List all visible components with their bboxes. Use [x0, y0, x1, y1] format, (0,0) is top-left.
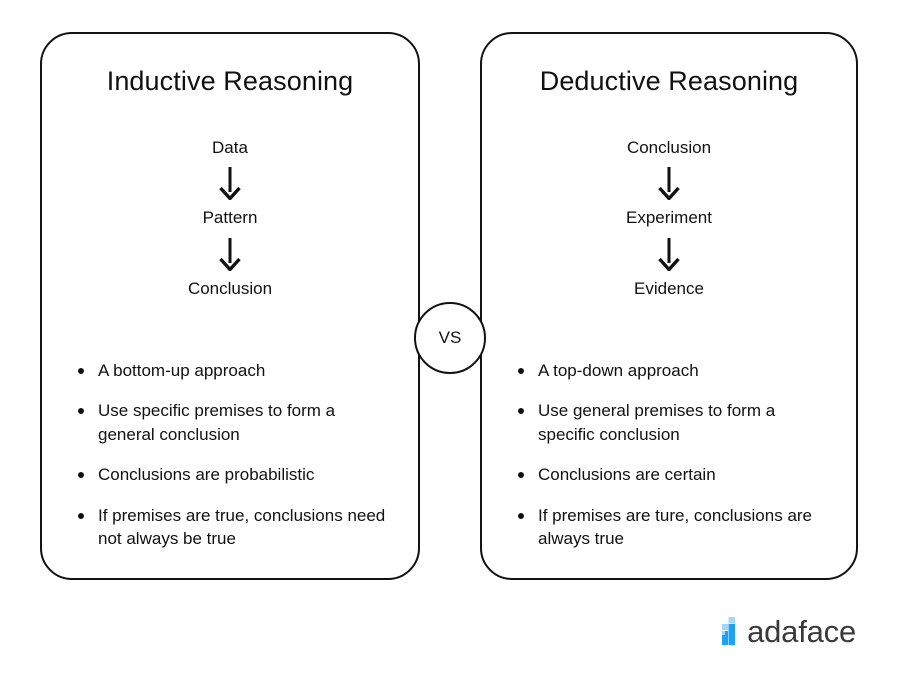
panel-inductive-reasoning: Inductive Reasoning Data Pattern Conclus…: [40, 32, 420, 580]
down-arrow-icon: [219, 167, 241, 201]
down-arrow-icon: [658, 237, 680, 271]
list-item: A bottom-up approach: [72, 359, 396, 382]
bullet-list-deductive: A top-down approach Use general premises…: [512, 359, 834, 551]
list-item: If premises are true, conclusions need n…: [72, 504, 396, 551]
adaface-wordmark: adaface: [747, 613, 856, 649]
flow-diagram-deductive: Conclusion Experiment Evidence: [482, 137, 856, 299]
list-item: If premises are ture, conclusions are al…: [512, 504, 834, 551]
flow-step-1-inductive: Data: [212, 138, 248, 157]
flow-step-3-deductive: Evidence: [634, 278, 704, 298]
panel-deductive-reasoning: Deductive Reasoning Conclusion Experimen…: [480, 32, 858, 580]
flow-step-3-inductive: Conclusion: [187, 278, 273, 298]
flow-step-2-deductive: Experiment: [626, 208, 712, 228]
flow-step-1-deductive: Conclusion: [626, 138, 712, 157]
list-item: Use general premises to form a specific …: [512, 399, 834, 446]
list-item: A top-down approach: [512, 359, 834, 382]
adaface-logo-mark-icon: [722, 617, 736, 645]
adaface-logo: adaface: [718, 615, 856, 647]
flow-diagram-inductive: Data Pattern Conclusion: [42, 137, 418, 299]
flow-step-2-inductive: Pattern: [202, 208, 258, 228]
vs-badge-label: VS: [438, 328, 462, 347]
list-item: Use specific premises to form a general …: [72, 399, 396, 446]
list-item: Conclusions are probabilistic: [72, 463, 396, 486]
down-arrow-icon: [219, 237, 241, 271]
panel-title-deductive: Deductive Reasoning: [539, 66, 799, 96]
down-arrow-icon: [658, 167, 680, 201]
list-item: Conclusions are certain: [512, 463, 834, 486]
panel-title-inductive: Inductive Reasoning: [106, 66, 354, 96]
bullet-list-inductive: A bottom-up approach Use specific premis…: [72, 359, 396, 551]
vs-badge: VS: [414, 302, 486, 374]
